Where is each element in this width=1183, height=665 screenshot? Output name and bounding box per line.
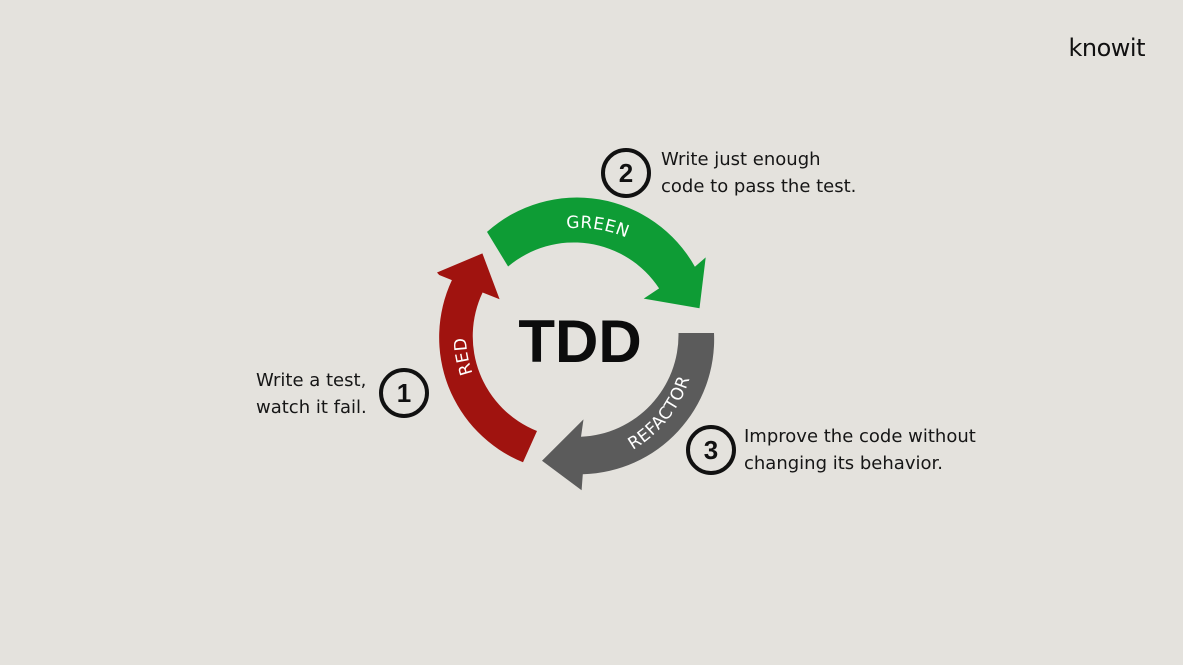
- step-2-description: Write just enough code to pass the test.: [661, 146, 856, 200]
- step-2-badge: 2: [601, 148, 651, 198]
- svg-text:3: 3: [704, 435, 718, 465]
- step-3-badge: 3: [686, 425, 736, 475]
- step-2-line-2: code to pass the test.: [661, 176, 857, 197]
- center-title: TDD: [518, 308, 641, 375]
- step-1-description: Write a test, watch it fail.: [256, 367, 367, 421]
- step-3-line-1: Improve the code without: [744, 426, 976, 447]
- step-3-line-2: changing its behavior.: [744, 453, 943, 474]
- svg-text:1: 1: [397, 378, 411, 408]
- step-1-badge: 1: [379, 368, 429, 418]
- step-3-description: Improve the code without changing its be…: [744, 423, 976, 477]
- svg-text:2: 2: [619, 158, 633, 188]
- step-2-line-1: Write just enough: [661, 149, 821, 170]
- step-1-line-1: Write a test,: [256, 370, 367, 391]
- green-arrow: [487, 197, 706, 309]
- red-arrow: [437, 253, 537, 463]
- knowit-logo: knowit: [1068, 34, 1146, 62]
- refactor-arrow: [542, 333, 715, 491]
- step-1-line-2: watch it fail.: [256, 397, 367, 418]
